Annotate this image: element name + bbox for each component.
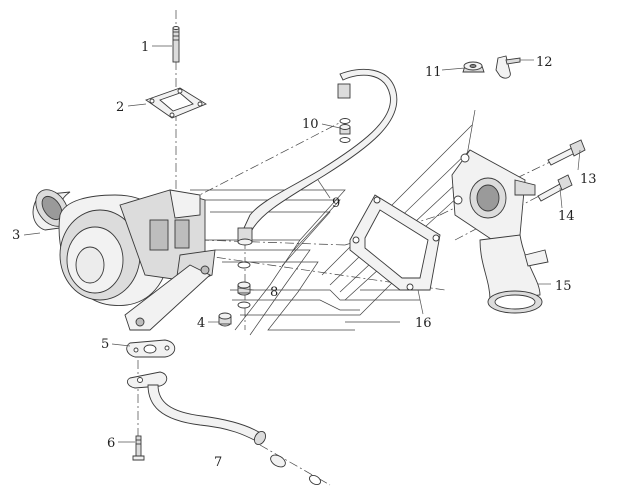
callout-15: 15 <box>555 279 572 294</box>
callout-6: 6 <box>107 436 115 451</box>
part-9-oil-feed-pipe <box>237 68 398 246</box>
part-14-bolt <box>537 174 573 202</box>
callout-3: 3 <box>12 228 20 243</box>
callout-5: 5 <box>101 337 109 352</box>
part-6-bolt <box>132 435 145 461</box>
background-line-pattern <box>190 109 476 336</box>
callout-12: 12 <box>536 55 553 70</box>
leader-lines <box>23 45 581 443</box>
part-5-flange-gasket <box>126 339 176 358</box>
part-13-bolt <box>547 139 586 166</box>
part-12-clip <box>495 55 521 79</box>
part-2-gasket <box>145 87 207 119</box>
callout-11: 11 <box>425 65 442 80</box>
part-11-nut <box>462 61 485 73</box>
callout-2: 2 <box>116 100 124 115</box>
part-3-turbocharger <box>32 189 216 331</box>
part-1-stud <box>172 26 180 63</box>
part-4-nut <box>218 312 232 327</box>
callout-labels: 1 2 3 4 5 6 7 8 9 10 11 12 13 14 15 16 <box>12 40 597 470</box>
callout-13: 13 <box>580 172 597 187</box>
callout-16: 16 <box>415 316 432 331</box>
part-7-oil-return-pipe <box>127 371 322 486</box>
callout-9: 9 <box>332 196 340 211</box>
part-8-banjo-fitting <box>237 261 251 309</box>
callout-7: 7 <box>214 455 222 470</box>
callout-14: 14 <box>558 209 575 224</box>
callout-8: 8 <box>270 285 278 300</box>
callout-1: 1 <box>141 40 149 55</box>
part-10-banjo-bolt <box>339 118 351 143</box>
callout-10: 10 <box>302 117 319 132</box>
part-15-outlet-elbow <box>451 149 549 314</box>
part-16-gasket <box>349 194 441 291</box>
callout-4: 4 <box>197 316 205 331</box>
